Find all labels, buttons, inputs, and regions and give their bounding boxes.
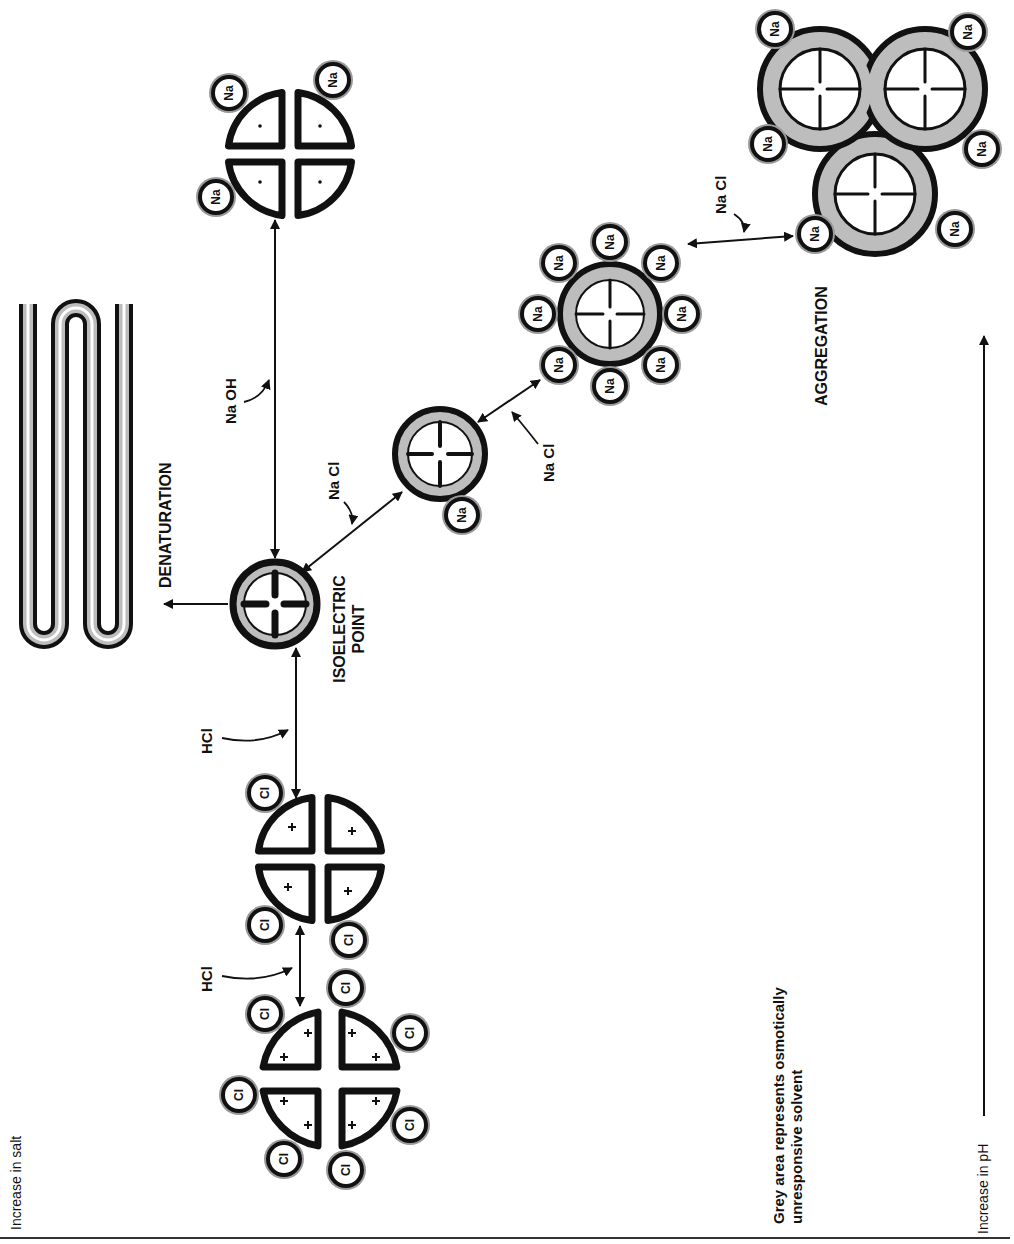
axis-label: Increase in salt (8, 1136, 25, 1230)
denatured-protein (28, 304, 124, 640)
ion-circle: Na (444, 497, 480, 533)
ion-circle: Na (520, 296, 556, 332)
ion-circle: Cl (221, 1077, 257, 1113)
ion-symbol: Na (949, 221, 961, 236)
reagent-label: Na Cl (712, 176, 730, 214)
ion-symbol: Cl (340, 1164, 352, 1176)
ion-symbol: Na (769, 21, 781, 36)
ion-symbol: Cl (404, 1119, 416, 1131)
ion-circle: Na (964, 131, 1000, 167)
ion-symbol: Na (655, 357, 667, 372)
ion-circle: Cl (392, 1107, 428, 1143)
salted-protein (560, 264, 660, 364)
ion-circle: Cl (247, 907, 283, 943)
process-label: DENATURATION (156, 462, 175, 588)
swollen-protein (229, 93, 352, 216)
ion-circle: Na (211, 75, 247, 111)
ion-symbol: Na (604, 378, 616, 393)
ion-symbol: Cl (340, 982, 352, 994)
note-text: Grey area represents osmotically unrespo… (770, 919, 806, 1224)
ion-circle: Na (643, 347, 679, 383)
ion-circle: Na (198, 179, 234, 215)
ion-symbol: Na (210, 189, 222, 204)
ph-axis-arrow (983, 336, 985, 1116)
process-label: AGGREGATION (812, 286, 831, 406)
charge-signs (284, 823, 356, 895)
reaction-arrows (164, 220, 793, 1006)
ion-symbol: Cl (259, 1008, 271, 1020)
ion-symbol: Na (676, 306, 688, 321)
ion-symbol: Cl (259, 919, 271, 931)
ion-circle: Na (950, 14, 986, 50)
axis-label: Increase in pH (975, 1144, 992, 1234)
ion-symbol: Na (223, 85, 235, 100)
ion-circle: Na (937, 211, 973, 247)
ion-symbol: Na (553, 357, 565, 372)
ion-symbol: Cl (233, 1089, 245, 1101)
ion-symbol: Na (962, 24, 974, 39)
reagent-label: Na Cl (540, 444, 558, 482)
reagent-label: Na Cl (325, 462, 343, 500)
reagent-label: HCl (198, 728, 216, 754)
ion-circle: Cl (328, 970, 364, 1006)
ion-symbol: Cl (343, 934, 355, 946)
ion-circle: Na (797, 216, 833, 252)
ion-circle: Cl (266, 1141, 302, 1177)
ion-circle: Na (592, 368, 628, 404)
ion-symbol: Na (532, 306, 544, 321)
state-label: ISOELECTRIC POINT (330, 559, 368, 699)
ion-circle: Na (757, 11, 793, 47)
charge-signs (280, 1029, 380, 1129)
ion-circle: Na (592, 224, 628, 260)
ion-circle: Na (541, 245, 577, 281)
ion-symbol: Cl (404, 1027, 416, 1039)
salt-axis (0, 1237, 1010, 1239)
ion-circle: Cl (392, 1015, 428, 1051)
ion-symbol: Na (809, 226, 821, 241)
reagent-label: HCl (198, 966, 216, 992)
swollen-protein (259, 798, 382, 921)
reagent-pointers (222, 214, 744, 979)
ion-circle: Na (541, 347, 577, 383)
ion-circle: Na (315, 62, 351, 98)
reagent-label: Na OH (222, 378, 240, 424)
ion-circle: Na (750, 126, 786, 162)
ion-symbol: Cl (278, 1153, 290, 1165)
ion-symbol: Na (762, 136, 774, 151)
ion-circle: Cl (328, 1152, 364, 1188)
ion-circle: Cl (247, 996, 283, 1032)
ion-symbol: Na (553, 255, 565, 270)
aggregate (760, 29, 985, 254)
ion-symbol: Na (604, 234, 616, 249)
ion-circle: Cl (331, 922, 367, 958)
ion-circle: Cl (247, 775, 283, 811)
ion-symbol: Na (456, 507, 468, 522)
ion-circle: Na (664, 296, 700, 332)
ion-circle: Na (643, 245, 679, 281)
swollen-protein (263, 1012, 397, 1146)
ion-symbol: Na (976, 141, 988, 156)
charge-dots (258, 124, 322, 184)
ion-symbol: Na (655, 255, 667, 270)
ion-symbol: Cl (259, 787, 271, 799)
ion-symbol: Na (327, 72, 339, 87)
salted-protein (395, 409, 485, 499)
isoelectric-protein (233, 562, 317, 646)
